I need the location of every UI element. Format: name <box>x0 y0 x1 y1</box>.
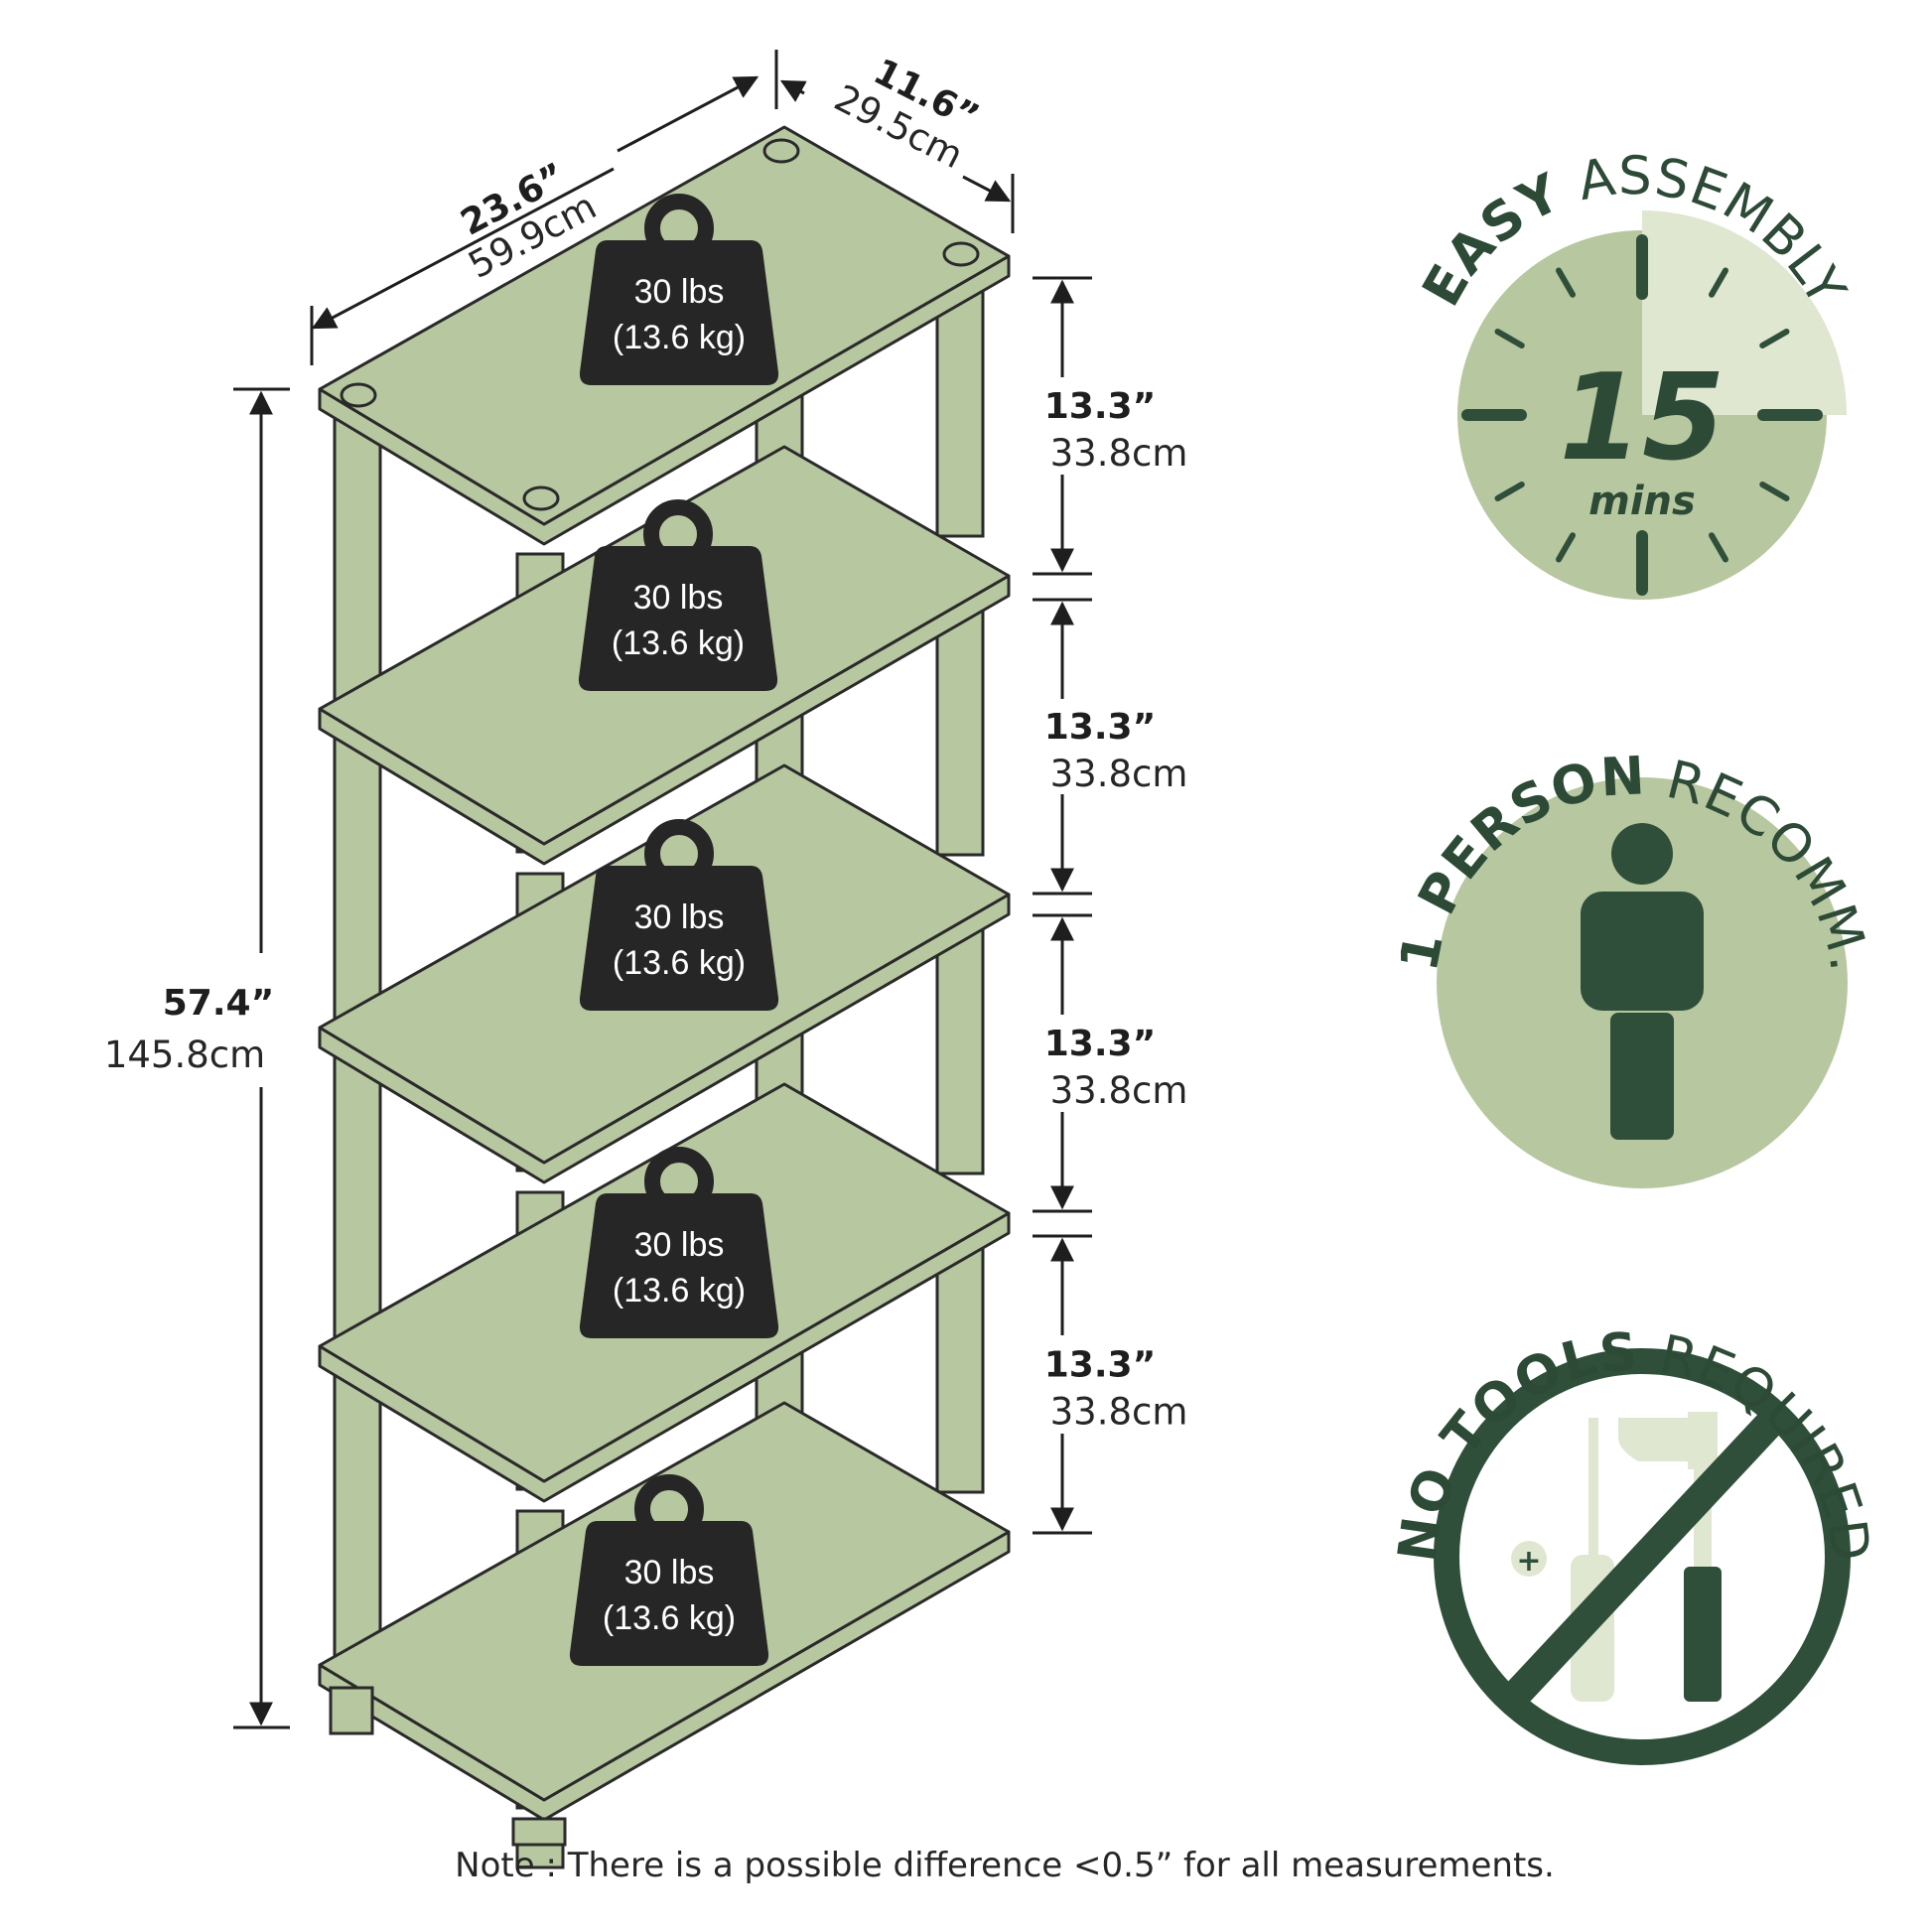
foot <box>329 1686 374 1735</box>
post-cap <box>340 382 377 408</box>
weight-badge: 30 lbs (13.6 kg) <box>579 1147 779 1338</box>
weight-lbs-label: 30 lbs <box>634 273 725 311</box>
left-post <box>333 417 382 713</box>
weight-kg-label: (13.6 kg) <box>613 319 746 356</box>
weight-kg-label: (13.6 kg) <box>612 624 745 662</box>
post-cap <box>522 485 560 511</box>
weight-badge: 30 lbs (13.6 kg) <box>578 499 778 691</box>
hammer-icon <box>1618 1412 1722 1702</box>
no-tools-badge: + NO TOOLS REQUIRED <box>1387 1321 1880 1765</box>
left-post <box>333 1374 382 1669</box>
weight-lbs-label: 30 lbs <box>624 1554 715 1591</box>
height-inch-label: 57.4” <box>163 983 274 1024</box>
right-post <box>935 1235 985 1494</box>
left-post <box>333 1055 382 1350</box>
gap-cm-label: 33.8cm <box>1050 753 1188 795</box>
gap-cm-label: 33.8cm <box>1050 432 1188 475</box>
gap-cm-label: 33.8cm <box>1050 1391 1188 1434</box>
post-cap <box>942 241 980 267</box>
weight-lbs-label: 30 lbs <box>634 898 725 936</box>
person-icon <box>1581 823 1704 1140</box>
easy-assembly-badge: 15 mins EASY ASSEMBLY <box>1411 146 1857 600</box>
assembly-unit: mins <box>1588 479 1696 524</box>
assembly-number: 15 <box>1560 349 1725 487</box>
shelf-gap-2: 13.3” 33.8cm <box>1033 598 1188 896</box>
gap-inch-label: 13.3” <box>1044 1345 1156 1386</box>
gap-inch-label: 13.3” <box>1044 1024 1156 1064</box>
weight-badge: 30 lbs (13.6 kg) <box>579 194 779 385</box>
gap-inch-label: 13.3” <box>1044 707 1156 748</box>
weight-kg-label: (13.6 kg) <box>603 1599 736 1637</box>
shelf-gap-dimensions: 13.3” 33.8cm 13.3” 33.8cm 13.3” 33.8cm 13.3” 33… <box>1033 276 1188 1535</box>
gap-inch-label: 13.3” <box>1044 386 1156 427</box>
weight-lbs-label: 30 lbs <box>634 1226 725 1264</box>
right-post <box>935 278 985 538</box>
height-cm-label: 145.8cm <box>104 1034 265 1076</box>
right-post <box>935 916 985 1175</box>
shelf-gap-4: 13.3” 33.8cm <box>1033 1234 1188 1535</box>
right-post <box>935 598 985 857</box>
svg-text:+: + <box>1516 1544 1541 1579</box>
weight-kg-label: (13.6 kg) <box>613 944 746 982</box>
weight-kg-label: (13.6 kg) <box>613 1272 746 1310</box>
post-cap <box>762 138 800 164</box>
measurement-note: Note : There is a possible difference <0… <box>455 1846 1555 1885</box>
one-person-badge: 1 PERSON RECOMM. <box>1389 746 1878 1188</box>
prohibited-slash-icon <box>1502 1405 1788 1709</box>
weight-badge: 30 lbs (13.6 kg) <box>569 1474 769 1666</box>
shelf-unit: 30 lbs (13.6 kg) 30 lbs (13.6 kg) 30 lbs (13.… <box>318 125 1011 1869</box>
shelf-gap-1: 13.3” 33.8cm <box>1033 276 1188 576</box>
shelf-gap-3: 13.3” 33.8cm <box>1033 913 1188 1213</box>
foot <box>511 1817 567 1847</box>
weight-badge: 30 lbs (13.6 kg) <box>579 819 779 1011</box>
weight-lbs-label: 30 lbs <box>633 579 724 617</box>
left-post <box>333 737 382 1032</box>
clock-icon <box>1461 234 1823 596</box>
gap-cm-label: 33.8cm <box>1050 1069 1188 1112</box>
